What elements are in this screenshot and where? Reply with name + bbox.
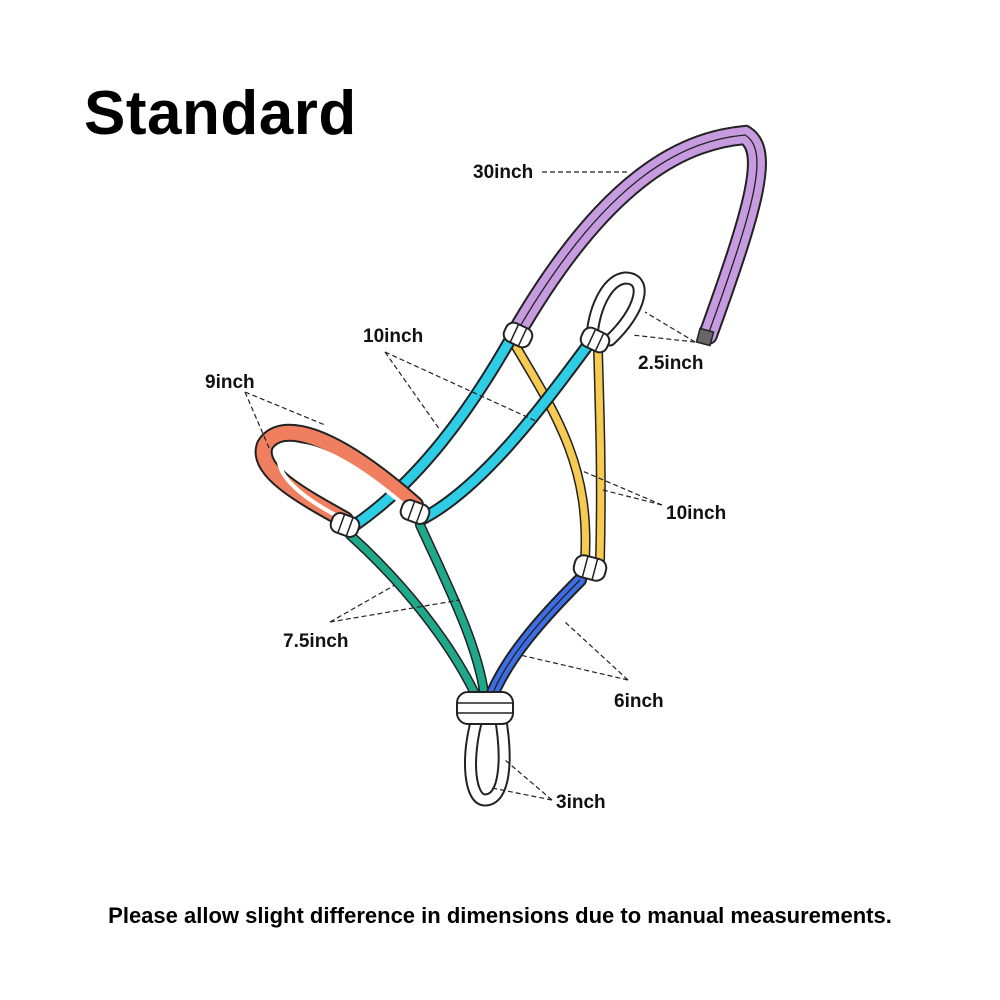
label-chin: 7.5inch bbox=[283, 631, 348, 652]
knot-lead bbox=[456, 691, 514, 725]
label-lead-loop: 3inch bbox=[556, 792, 606, 813]
knot-nose-right bbox=[399, 499, 431, 525]
label-nose: 9inch bbox=[205, 372, 255, 393]
lead-loop bbox=[464, 708, 511, 807]
label-throat: 10inch bbox=[666, 503, 726, 524]
label-lower: 6inch bbox=[614, 691, 664, 712]
throat-strap bbox=[510, 340, 606, 565]
label-cheek: 10inch bbox=[363, 326, 423, 347]
knot-throat bbox=[572, 554, 608, 582]
disclaimer-text: Please allow slight difference in dimens… bbox=[108, 903, 892, 928]
measurement-labels: 30inch 2.5inch 10inch 10inch 9inch 7.5in… bbox=[205, 162, 726, 813]
crown-strap bbox=[505, 124, 767, 347]
chin-straps bbox=[345, 520, 490, 705]
eye-loop bbox=[585, 271, 646, 347]
crown-strap-tip bbox=[695, 327, 715, 347]
cheek-straps bbox=[348, 333, 595, 532]
page-title: Standard bbox=[84, 79, 357, 148]
knots bbox=[329, 321, 611, 725]
label-crown: 30inch bbox=[473, 162, 533, 183]
label-eye-loop: 2.5inch bbox=[638, 353, 703, 374]
knot-crown-right bbox=[579, 326, 611, 354]
leader-lines bbox=[244, 171, 696, 801]
nose-band bbox=[254, 423, 424, 529]
knot-nose-left bbox=[329, 512, 361, 538]
lower-straps bbox=[483, 573, 587, 707]
knot-crown-left bbox=[502, 321, 534, 349]
